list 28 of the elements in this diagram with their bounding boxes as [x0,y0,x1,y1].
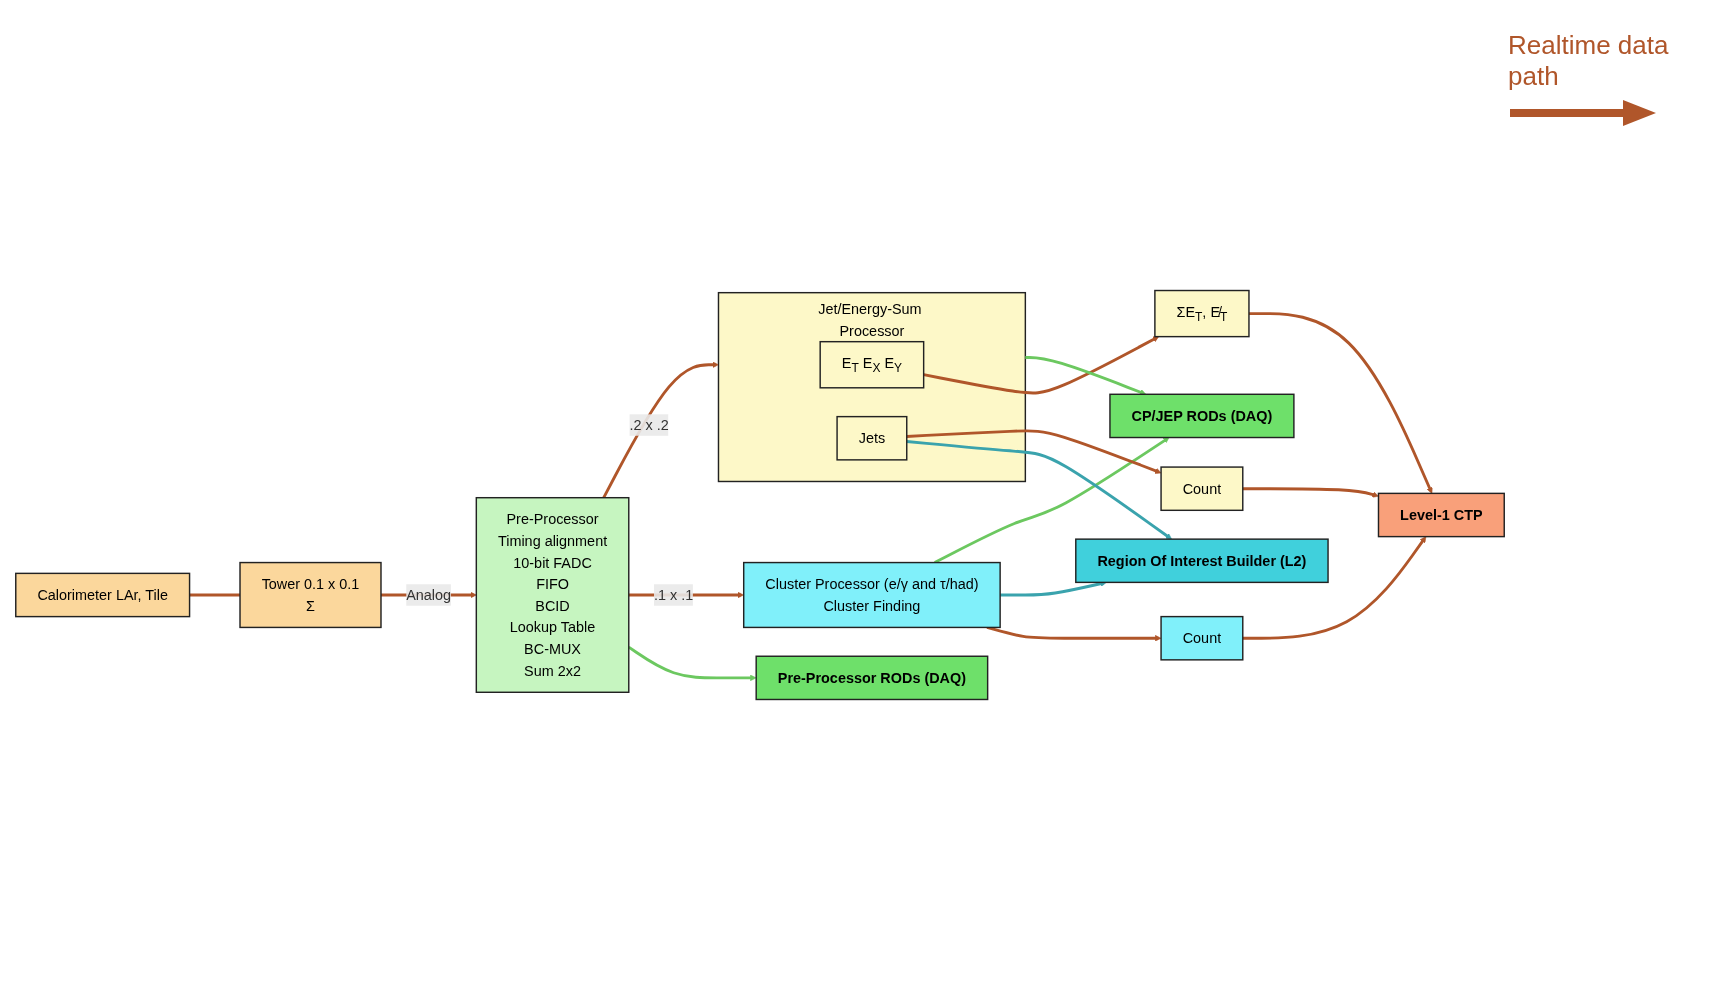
node-box: Jets [836,415,908,461]
node-box: Count [1160,466,1244,512]
node-box: CP/JEP RODs (DAQ) [1109,393,1295,439]
node-box: Count [1160,615,1244,661]
arrow [906,429,1162,474]
node-box: E$_{T}$ E$_{X}$ E$_{Y}$ [819,340,925,389]
node-box: Pre-Processor Timing alignment 10-bit FADC FIFO BCID Lookup Table BC-MUX Sum 2x2 [475,496,630,693]
edge-label: .2 x .2 [629,417,669,433]
node-box: Cluster Processor (e/γ and τ/had) Cluster Finding [743,561,1001,629]
connector [189,593,240,597]
arrow [1248,312,1433,494]
legend-text: Realtime data path [1508,30,1670,92]
edge-label: Analog [406,587,452,603]
edge-label: .1 x .1 [654,587,694,603]
node-box: Tower 0.1 x 0.1 Σ [239,561,382,629]
arrow [906,440,1172,540]
arrow [1242,487,1379,498]
node-box: Pre-Processor RODs (DAQ) [755,655,989,701]
node-box: Region Of Interest Builder (L2) [1075,538,1329,584]
node-box: Calorimeter LAr, Tile [15,572,191,618]
node-box: ΣE$_{T}$, E̸$_{T}$ [1154,289,1250,338]
arrow [934,437,1170,564]
arrow [986,626,1162,642]
arrow [1242,536,1427,640]
node-box: Level-1 CTP [1377,492,1505,538]
arrow [923,336,1159,395]
arrow [1025,356,1147,396]
arrow [602,361,719,499]
